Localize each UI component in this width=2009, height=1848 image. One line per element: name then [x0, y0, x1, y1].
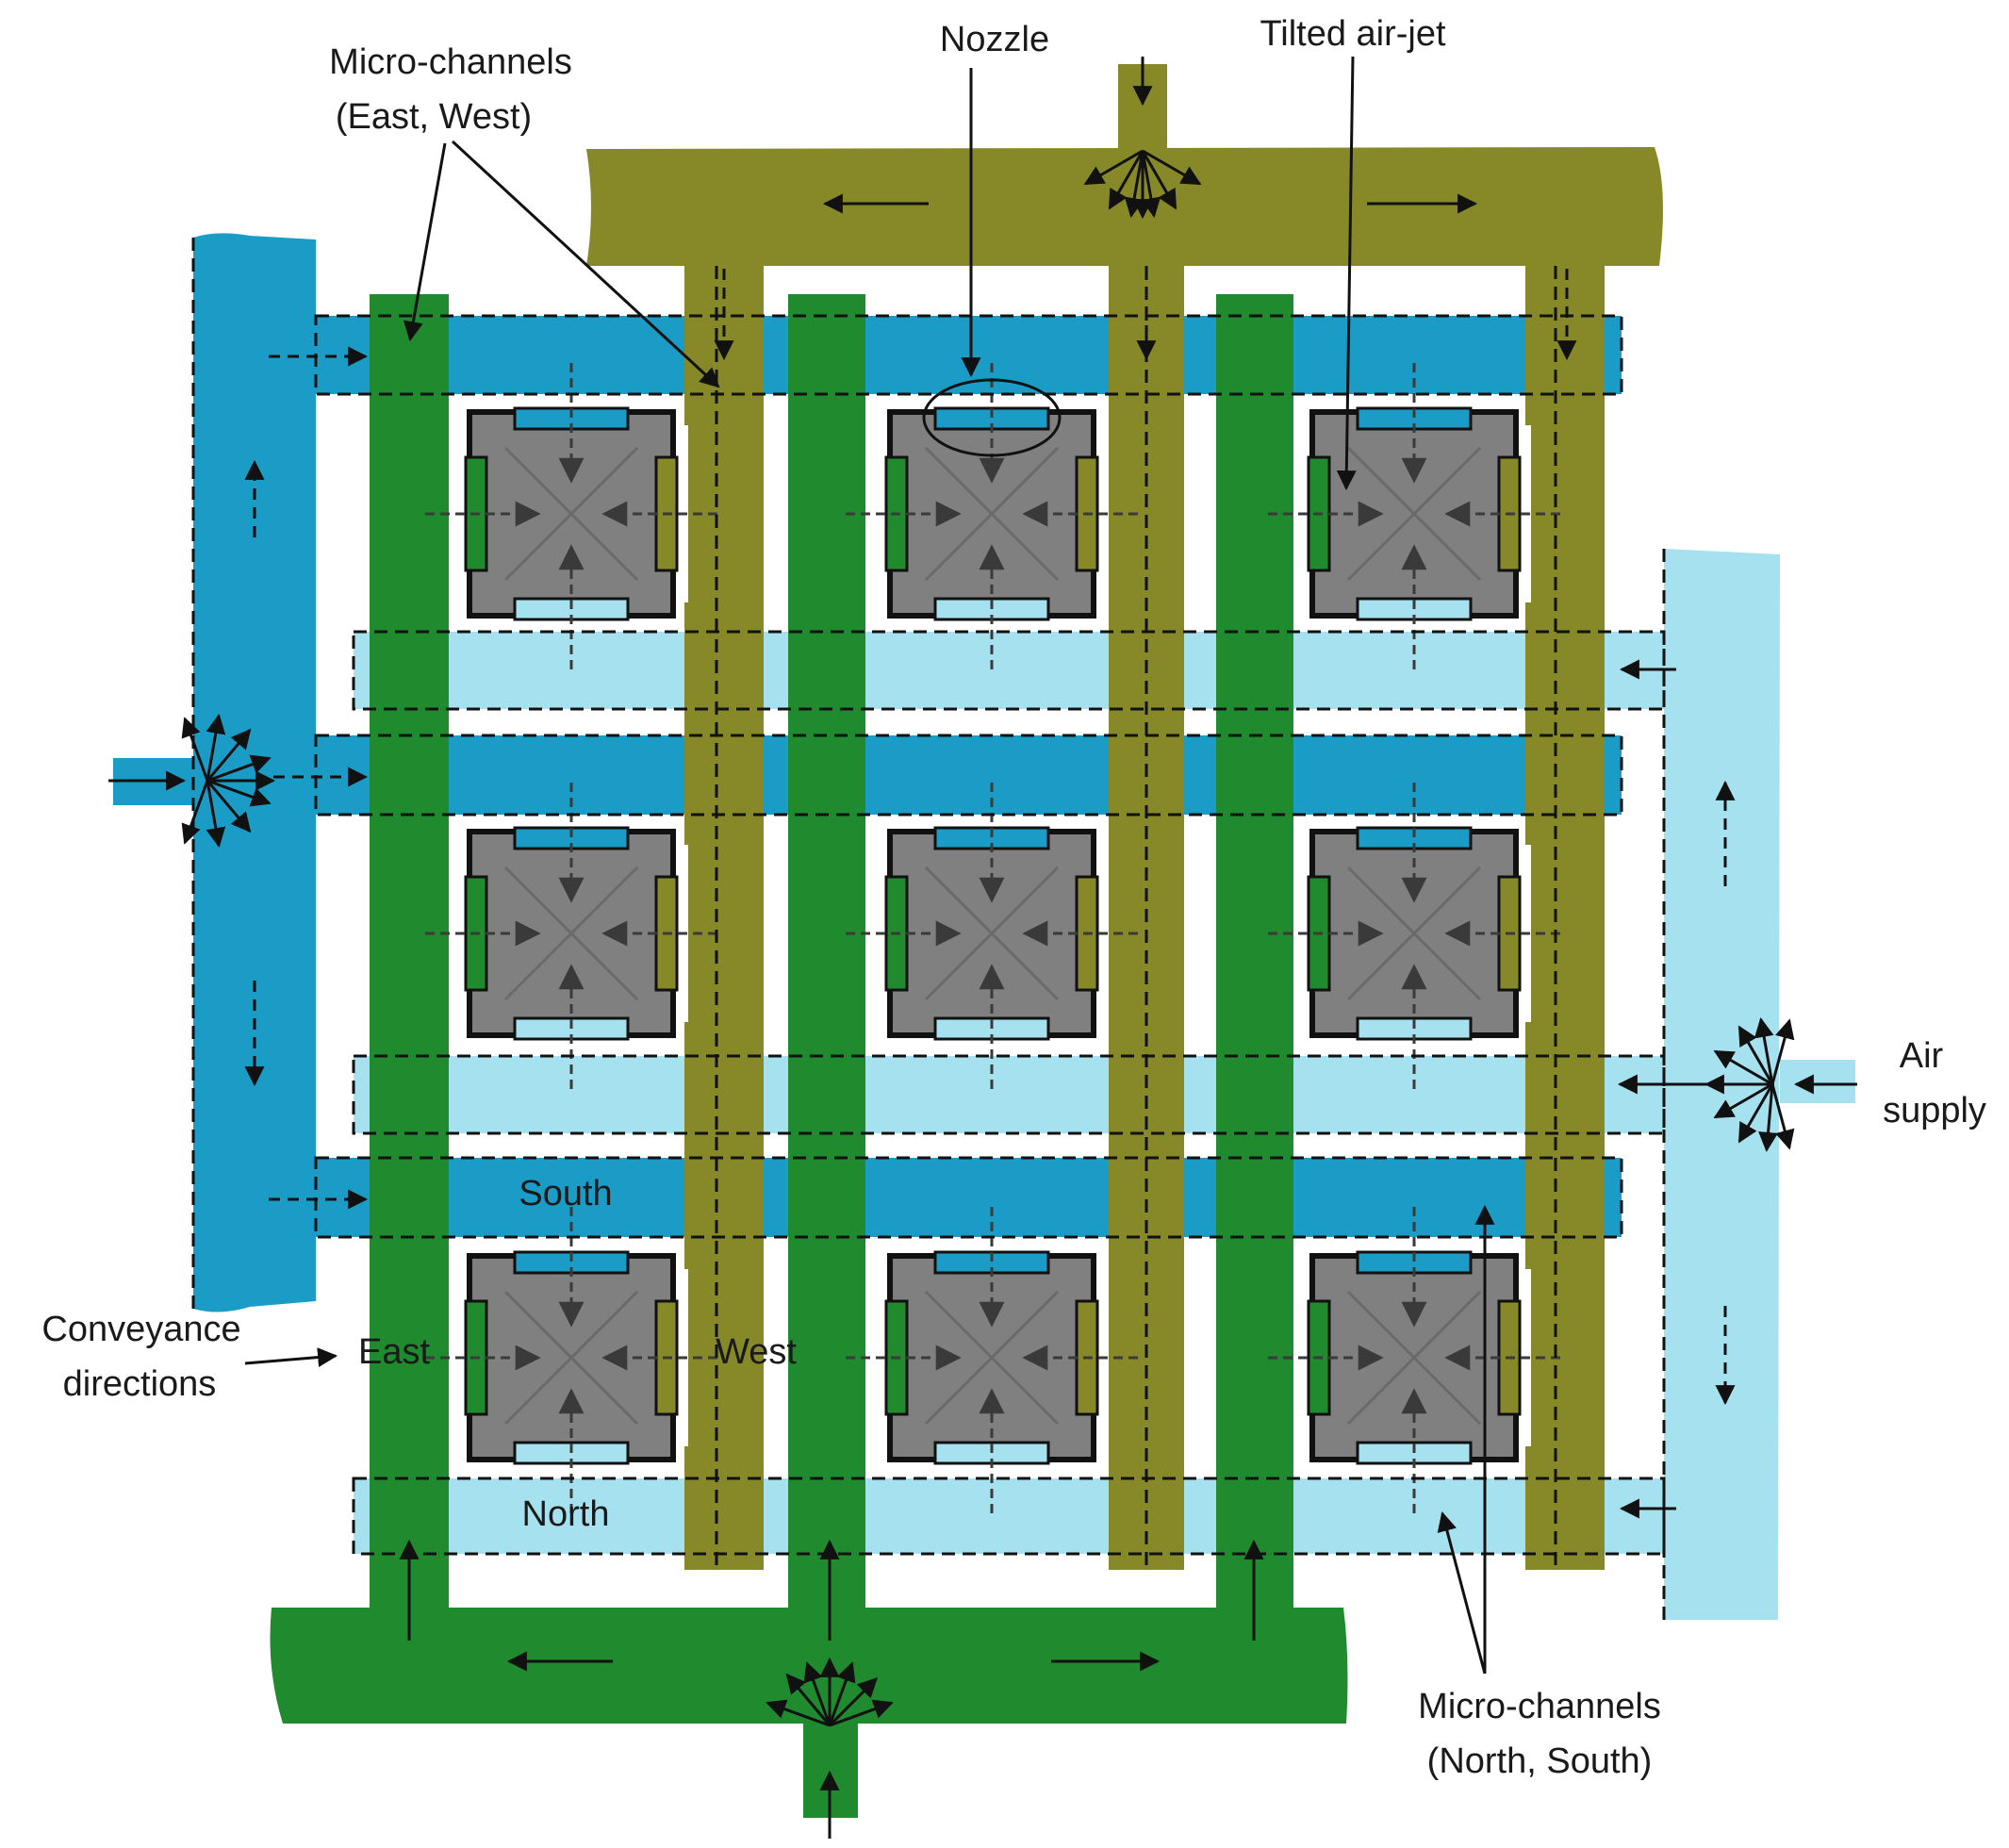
diagonal-line — [503, 866, 639, 1001]
channel-outlines — [191, 238, 1666, 1620]
south-channel-outline — [314, 1156, 1623, 1239]
east-channel-2 — [788, 294, 865, 1614]
fan-arrow — [828, 1661, 856, 1726]
east-supply-manifold — [270, 1608, 1348, 1818]
fan-arrow — [1713, 1049, 1773, 1086]
east-channel-1 — [370, 294, 449, 1614]
diagonal-line — [1346, 866, 1482, 1001]
fan-arrow — [1108, 150, 1144, 210]
nozzle-cell — [846, 783, 1138, 1089]
west-label: West — [716, 1332, 797, 1372]
fan-arrow — [1770, 1083, 1795, 1150]
annotation-leaders — [244, 56, 1495, 1675]
conveyance-directions-label-line1: Conveyance — [41, 1310, 240, 1349]
fan-arrow — [766, 1699, 831, 1727]
south-label: South — [519, 1174, 612, 1213]
flow-arrows — [108, 57, 1857, 1839]
north-channel-1 — [354, 632, 1673, 709]
fan-arrow — [206, 779, 272, 807]
diagonal-line — [1346, 1290, 1482, 1426]
south-channel-3 — [316, 1158, 1622, 1237]
fan-arrow — [206, 780, 226, 849]
west-channel-3 — [1525, 255, 1605, 1570]
nozzle-label: Nozzle — [940, 20, 1049, 59]
fan-arrow — [829, 1699, 894, 1727]
nozzle-cell — [425, 783, 717, 1089]
west-supply-manifold — [586, 64, 1663, 266]
fan-arrow — [206, 728, 252, 782]
nozzle-cell — [1268, 363, 1560, 669]
nozzle-highlight-ellipse — [922, 378, 1062, 457]
west-channel-1 — [684, 255, 764, 1570]
fan-arrow — [1737, 1025, 1774, 1085]
fan-arrow — [181, 780, 209, 845]
micro-channels-ns-label-line2: (North, South) — [1427, 1741, 1653, 1781]
south-channels — [316, 316, 1622, 1237]
fan-arrow — [803, 1661, 832, 1726]
east-label: East — [358, 1332, 430, 1372]
diagonal-line — [1346, 446, 1482, 582]
labels: Micro-channels (East, West) Nozzle Tilte… — [41, 14, 1986, 1781]
south-supply-fan — [181, 713, 276, 849]
diagonal-line — [924, 446, 1060, 582]
nozzle-cell — [425, 1207, 717, 1513]
micro-channels-ew-label-line2: (East, West) — [336, 97, 532, 137]
nozzle-grid — [425, 363, 1560, 1513]
fan-arrow — [1737, 1083, 1774, 1144]
fan-arrow — [206, 754, 272, 783]
fan-arrow — [1713, 1082, 1773, 1119]
fan-arrow — [1141, 150, 1161, 219]
air-supply-label-line2: supply — [1883, 1091, 1986, 1130]
fan-arrow — [181, 717, 209, 782]
fan-arrow — [1770, 1018, 1795, 1085]
air-supply-label-line1: Air — [1900, 1036, 1944, 1076]
micro-channels-ns-label-line1: Micro-channels — [1418, 1687, 1661, 1726]
diagonal-line — [924, 866, 1060, 1001]
fan-arrow — [206, 780, 252, 833]
nozzle-cell — [425, 363, 717, 669]
nozzle-cell — [846, 1207, 1138, 1513]
east-supply-fan — [766, 1657, 894, 1727]
west-supply-fan — [1083, 149, 1202, 220]
nozzle-cell — [1268, 1207, 1560, 1513]
fan-arrow — [1142, 149, 1202, 186]
north-label: North — [522, 1494, 610, 1534]
fan-arrow — [1754, 1016, 1774, 1085]
fan-arrow — [785, 1673, 832, 1726]
conveyance-directions-label-line2: directions — [63, 1364, 217, 1404]
fan-arrow — [1758, 1083, 1779, 1152]
diagonal-line — [503, 446, 639, 582]
fan-arrow — [1083, 149, 1144, 186]
south-channel-outline — [314, 734, 1623, 817]
fan-arrow — [206, 713, 226, 782]
fan-arrow — [828, 1677, 878, 1727]
fan-arrow — [1141, 150, 1177, 210]
tilted-air-jet-label: Tilted air-jet — [1260, 14, 1446, 54]
nozzle-cell — [1268, 783, 1560, 1089]
micro-channels-ew-label-line1: Micro-channels — [329, 42, 572, 82]
diagonal-line — [924, 1290, 1060, 1426]
distribution-fans — [181, 149, 1795, 1727]
north-supply-fan — [1704, 1016, 1795, 1152]
north-channel-2 — [354, 1056, 1673, 1133]
south-channel-2 — [316, 735, 1622, 815]
nozzle-cell — [846, 363, 1138, 669]
east-channel-3 — [1216, 294, 1293, 1614]
diagonal-line — [503, 1290, 639, 1426]
